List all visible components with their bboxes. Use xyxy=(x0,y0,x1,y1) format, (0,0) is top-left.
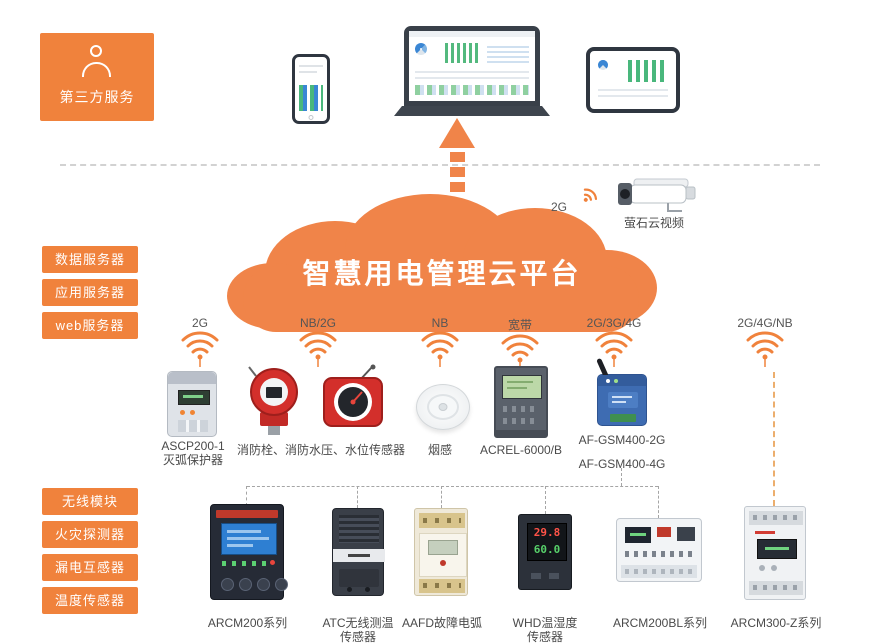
module-box-temp-sensor: 温度传感器 xyxy=(42,587,138,614)
third-party-service-box: 第三方服务 xyxy=(40,33,154,121)
signal-icon xyxy=(595,331,633,367)
connector-arcm300z-line xyxy=(773,372,775,506)
device-label-whd: WHD温湿度 传感器 xyxy=(512,616,578,644)
device-acrel6000-icon xyxy=(494,366,548,438)
device-arcm300z-icon xyxy=(744,506,806,600)
connector-stub-arcm200 xyxy=(246,486,247,506)
module-box-leakage-ct: 漏电互感器 xyxy=(42,554,138,581)
arrow-dash-2 xyxy=(450,167,465,177)
device-label-arcm200bl: ARCM200BL系列 xyxy=(612,616,708,630)
device-label-atc: ATC无线测温 传感器 xyxy=(322,616,394,644)
camera-label: 萤石云视频 xyxy=(623,216,684,230)
antenna-2g-label: 2G xyxy=(191,316,208,330)
connector-stub-whd xyxy=(545,486,546,514)
device-ascp200-icon xyxy=(167,371,217,437)
device-whd-icon: 29.8 60.0 xyxy=(518,514,572,590)
device-label-ascp: ASCP200-1 灭弧保护器 xyxy=(161,439,225,467)
device-aafd-icon xyxy=(414,508,468,596)
phone-icon xyxy=(292,54,330,124)
antenna-nb2g: NB/2G xyxy=(276,316,360,372)
connector-stub-aafd xyxy=(441,486,442,508)
antenna-2g3g4g-label: 2G/3G/4G xyxy=(586,316,642,330)
signal-icon xyxy=(501,334,539,370)
server-box-app: 应用服务器 xyxy=(42,279,138,306)
device-label-smoke: 烟感 xyxy=(427,443,452,457)
signal-icon xyxy=(299,331,337,367)
device-label-arcm300z: ARCM300-Z系列 xyxy=(730,616,822,630)
connector-bus xyxy=(247,486,658,487)
signal-icon xyxy=(421,331,459,367)
server-box-data: 数据服务器 xyxy=(42,246,138,273)
device-label-aafd: AAFD故障电弧 xyxy=(401,616,482,630)
person-icon xyxy=(82,45,112,79)
module-box-wireless: 无线模块 xyxy=(42,488,138,515)
third-party-label: 第三方服务 xyxy=(59,89,135,105)
device-label-gsm-4g: AF-GSM400-4G xyxy=(578,457,666,471)
tablet-icon xyxy=(586,47,680,113)
camera-icon xyxy=(618,178,696,212)
antenna-nb-label: NB xyxy=(431,316,449,330)
cloud-shape xyxy=(227,194,657,332)
whd-humidity-readout: 60.0 xyxy=(533,543,561,556)
cloud-title: 智慧用电管理云平台 xyxy=(302,258,582,289)
device-label-acrel: ACREL-6000/B xyxy=(479,443,563,457)
device-arcm200bl-icon xyxy=(616,518,702,582)
server-box-web: web服务器 xyxy=(42,312,138,339)
arrow-dash-3 xyxy=(450,182,465,192)
arrow-dash-1 xyxy=(450,152,465,162)
laptop-base xyxy=(394,106,550,116)
device-fire-sensors-icon xyxy=(248,364,383,435)
device-label-fire: 消防栓、消防水压、水位传感器 xyxy=(236,443,405,457)
device-label-arcm200: ARCM200系列 xyxy=(207,616,288,630)
antenna-nb: NB xyxy=(398,316,482,372)
device-gsm-gateway-icon xyxy=(596,357,647,426)
connector-stub-arcm200bl xyxy=(658,486,659,518)
connector-stub-atc xyxy=(357,486,358,508)
antenna-broadband-label: 宽带 xyxy=(507,318,532,332)
device-label-gsm-2g: AF-GSM400-2G xyxy=(578,433,666,447)
arrow-up-icon xyxy=(439,118,475,148)
device-arcm200-icon xyxy=(210,504,288,600)
camera-signal-label: 2G xyxy=(550,200,567,214)
signal-icon xyxy=(746,331,784,367)
module-box-fire-detector: 火灾探测器 xyxy=(42,521,138,548)
antenna-nb2g-label: NB/2G xyxy=(299,316,336,330)
whd-temp-readout: 29.8 xyxy=(533,526,561,539)
antenna-2g: 2G xyxy=(158,316,242,372)
separator-line xyxy=(60,164,820,166)
signal-icon xyxy=(181,331,219,367)
device-smoke-detector-icon xyxy=(416,384,470,430)
laptop-icon xyxy=(404,26,540,106)
antenna-2g4gnb: 2G/4G/NB xyxy=(723,316,807,372)
camera-signal-icon xyxy=(583,188,598,202)
antenna-2g3g4g: 2G/3G/4G xyxy=(572,316,656,372)
antenna-2g4gnb-label: 2G/4G/NB xyxy=(737,316,793,330)
connector-gateway-stub xyxy=(621,468,622,486)
antenna-broadband: 宽带 xyxy=(478,316,562,375)
device-atc-icon xyxy=(332,508,385,596)
